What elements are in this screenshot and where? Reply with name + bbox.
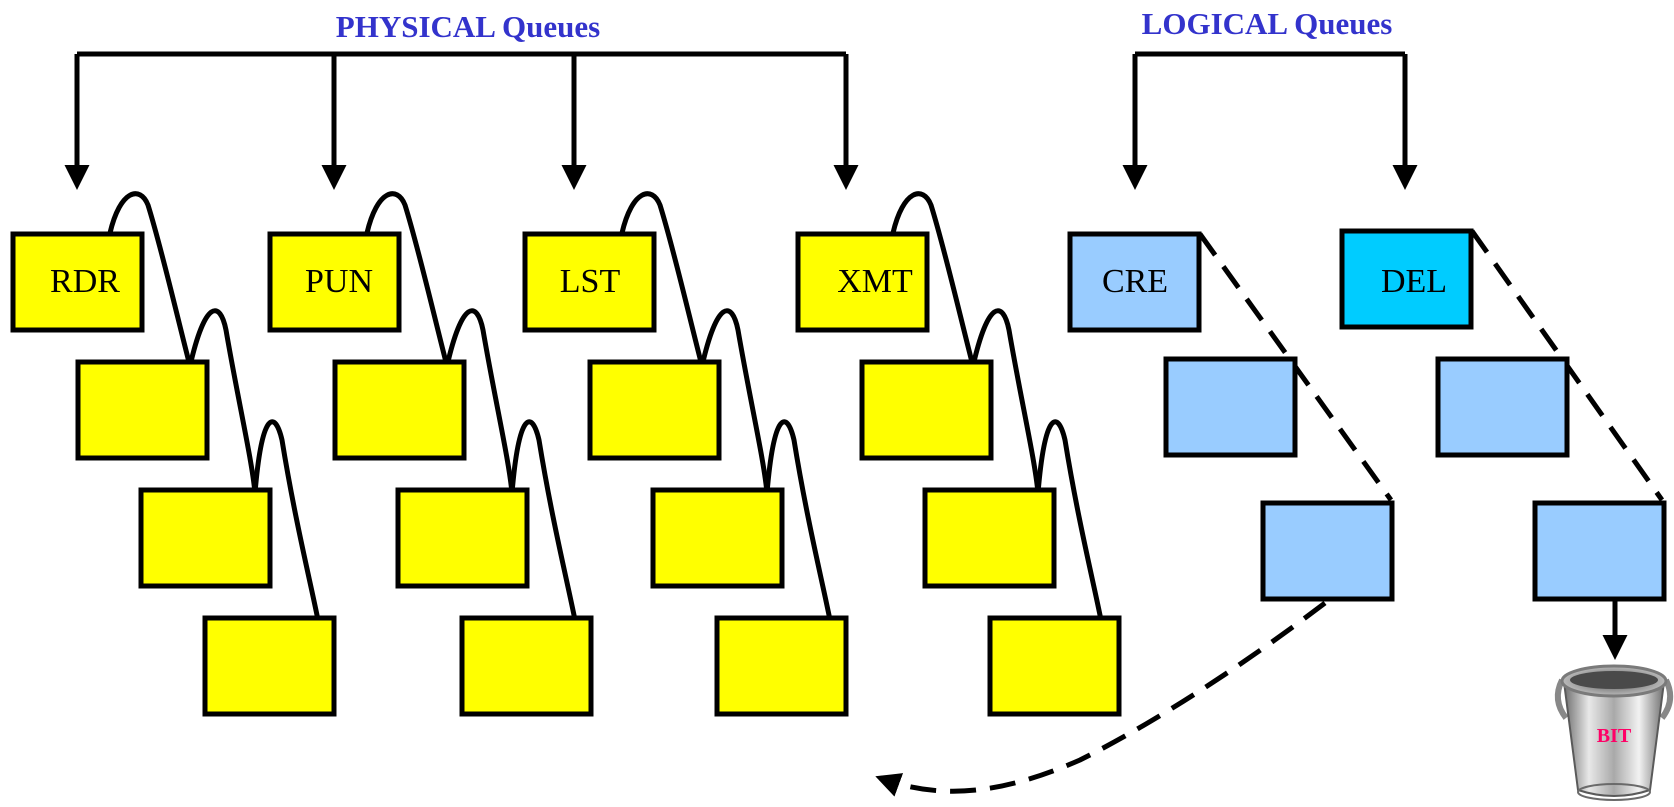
queue-label-del: DEL <box>1381 263 1447 300</box>
logical-queues-header: LOGICAL Queues <box>1142 6 1393 41</box>
queue-label-lst: LST <box>560 263 621 300</box>
queue-element-box <box>332 359 467 461</box>
queue-element-box <box>922 487 1057 589</box>
queue-label-xmt: XMT <box>837 263 913 300</box>
logical-bracket <box>1122 51 1418 190</box>
queue-element-box <box>202 615 337 717</box>
queue-element-box <box>1163 356 1298 458</box>
queue-element-box <box>75 359 210 461</box>
queue-element-box <box>1435 356 1570 458</box>
physical-queue-xmt <box>795 231 1122 717</box>
queue-head-box <box>1339 228 1474 330</box>
queue-element-box <box>859 359 994 461</box>
bit-label: BIT <box>1597 725 1632 747</box>
queue-element-box <box>1260 500 1395 602</box>
physical-chain-links <box>107 191 1104 621</box>
queue-element-box <box>1532 500 1667 602</box>
queue-element-box <box>459 615 594 717</box>
logical-queue-del <box>1339 228 1667 602</box>
queue-element-box <box>650 487 785 589</box>
physical-queues-header: PHYSICAL Queues <box>336 9 600 44</box>
physical-queue-lst <box>522 231 849 717</box>
physical-bracket <box>64 51 859 190</box>
queue-label-cre: CRE <box>1102 263 1168 300</box>
logical-queue-cre <box>1067 231 1395 602</box>
queue-element-box <box>395 487 530 589</box>
physical-queue-pun <box>267 231 594 717</box>
queue-head-box <box>10 231 145 333</box>
queue-label-pun: PUN <box>305 263 373 300</box>
queue-element-box <box>987 615 1122 717</box>
queue-element-box <box>587 359 722 461</box>
queue-element-box <box>714 615 849 717</box>
queue-head-box <box>522 231 657 333</box>
queue-head-box <box>795 231 930 333</box>
queue-head-box <box>1067 231 1202 333</box>
queue-head-box <box>267 231 402 333</box>
queue-label-rdr: RDR <box>50 263 120 300</box>
bit-bucket-icon: BIT <box>1554 664 1674 801</box>
queue-element-box <box>138 487 273 589</box>
physical-queue-rdr <box>10 231 337 717</box>
